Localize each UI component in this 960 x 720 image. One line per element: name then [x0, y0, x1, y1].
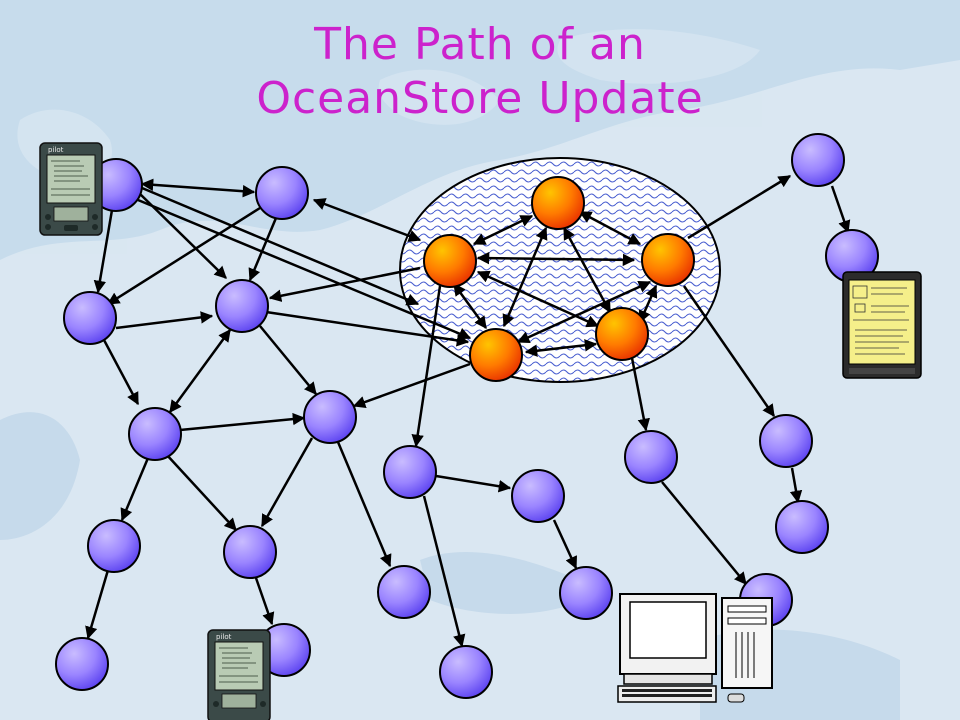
- client-node: [511, 469, 565, 523]
- client-node: [63, 291, 117, 345]
- edge: [248, 217, 278, 282]
- edge: [411, 285, 442, 448]
- client-node: [215, 279, 269, 333]
- handwriting-tablet-icon: [842, 271, 922, 379]
- client-node: [383, 445, 437, 499]
- edge: [140, 178, 256, 198]
- edge: [312, 198, 422, 242]
- client-node: [255, 166, 309, 220]
- edge: [268, 266, 421, 302]
- palm-pilot-icon: pilot: [207, 629, 271, 720]
- client-node: [223, 525, 277, 579]
- edge: [336, 441, 392, 568]
- edge: [638, 284, 658, 324]
- client-node: [303, 390, 357, 444]
- slide-title: The Path of an OceanStore Update: [0, 18, 960, 126]
- edge: [789, 467, 803, 504]
- edge: [687, 174, 792, 240]
- palm-pilot-icon: pilot: [39, 142, 103, 236]
- edge: [435, 474, 512, 493]
- inner-ring-nodes: [423, 176, 695, 382]
- edge: [352, 362, 471, 409]
- slide-title-line-1: The Path of an: [314, 19, 646, 70]
- edge: [682, 285, 776, 418]
- edge: [85, 569, 110, 640]
- inner-node: [641, 233, 695, 287]
- edge: [422, 495, 466, 648]
- client-node: [559, 566, 613, 620]
- client-node: [439, 645, 493, 699]
- edge: [265, 310, 470, 347]
- pda-brand-label: pilot: [48, 146, 64, 154]
- edge: [524, 339, 598, 357]
- edge: [141, 186, 420, 306]
- pda-brand-label: pilot: [216, 633, 232, 641]
- inner-node: [469, 328, 523, 382]
- edge: [260, 437, 314, 528]
- edge: [165, 453, 237, 531]
- edge: [168, 328, 232, 414]
- inner-node: [423, 234, 477, 288]
- client-node: [759, 414, 813, 468]
- edge: [552, 519, 578, 570]
- client-node: [791, 133, 845, 187]
- edge: [120, 457, 150, 522]
- edge: [102, 339, 140, 406]
- client-node: [55, 637, 109, 691]
- edges: [85, 174, 851, 648]
- inner-node: [595, 307, 649, 361]
- edge: [630, 357, 650, 432]
- client-node: [128, 407, 182, 461]
- edge: [106, 206, 261, 306]
- edge: [254, 577, 275, 626]
- slide-title-line-2: OceanStore Update: [256, 73, 704, 124]
- edge: [179, 412, 306, 432]
- edge: [259, 325, 317, 395]
- edge: [830, 185, 851, 234]
- edge: [516, 280, 652, 344]
- client-node: [87, 519, 141, 573]
- client-node: [775, 500, 829, 554]
- edge: [137, 198, 472, 340]
- client-node: [624, 430, 678, 484]
- client-node: [377, 565, 431, 619]
- edge: [661, 481, 747, 585]
- edge: [93, 209, 114, 294]
- inner-node: [531, 176, 585, 230]
- edge: [115, 311, 214, 330]
- desktop-computer-icon: [617, 593, 773, 703]
